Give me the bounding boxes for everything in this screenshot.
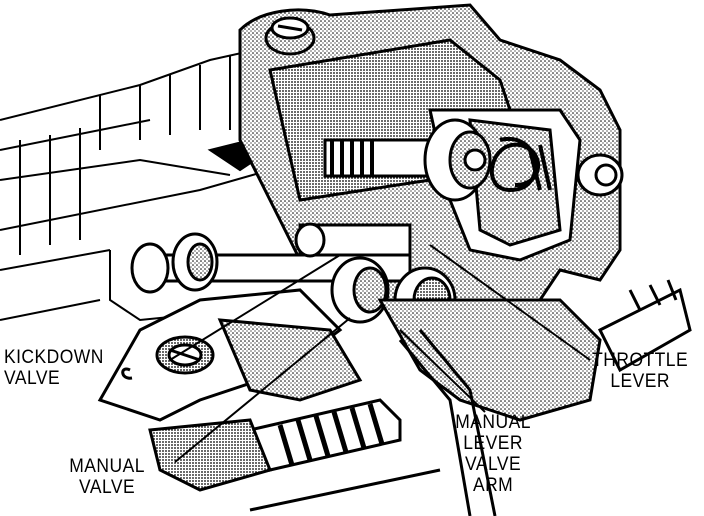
- side-bolt: [576, 153, 624, 197]
- detent-plate: [97, 288, 363, 422]
- manual-valve-label: MANUAL VALVE: [69, 456, 145, 498]
- throttle-spring: [490, 136, 552, 193]
- manual-valve-leader: [174, 317, 351, 463]
- center-bolt: [323, 118, 492, 202]
- lower-housing: [377, 279, 692, 422]
- kickdown-valve-label: KICKDOWN VALVE: [4, 347, 104, 389]
- top-screw: [264, 16, 316, 56]
- manual-lever-leader: [399, 329, 486, 413]
- manual-lever-valve-arm-label: MANUAL LEVER VALVE ARM: [455, 412, 531, 496]
- leader-lines: [169, 244, 591, 463]
- throttle-leader: [429, 244, 591, 361]
- manual-valve-spring: [148, 398, 402, 492]
- kickdown-leader: [169, 254, 341, 361]
- valve-arm: [249, 329, 497, 516]
- throttle-lever-label: THROTTLE LEVER: [592, 350, 689, 392]
